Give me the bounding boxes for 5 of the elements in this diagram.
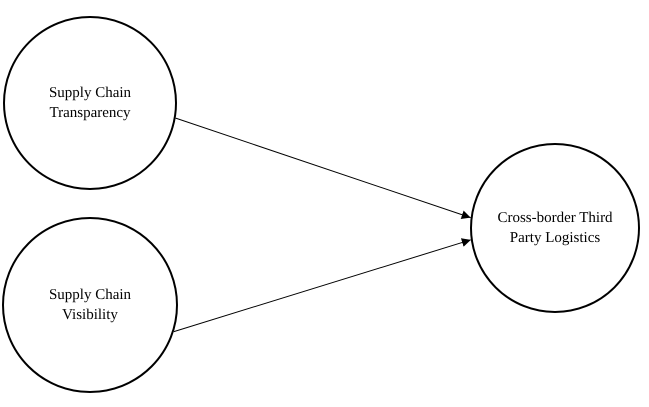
- node-label: Supply Chain Transparency: [48, 84, 132, 123]
- arrow: [175, 118, 472, 220]
- node-label: Supply Chain Visibility: [48, 286, 132, 325]
- node-label: Cross-border Third Party Logistics: [496, 208, 614, 248]
- arrow: [173, 238, 472, 332]
